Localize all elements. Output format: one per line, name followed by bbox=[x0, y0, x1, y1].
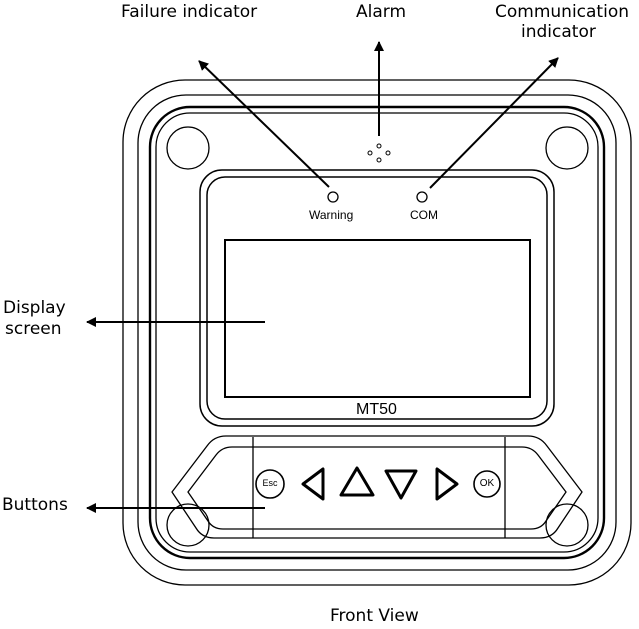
communication-indicator-arrow bbox=[429, 57, 559, 189]
warning-label: Warning bbox=[309, 208, 354, 222]
com-led bbox=[416, 191, 428, 203]
up-arrow-button[interactable] bbox=[339, 466, 375, 497]
alarm-label: Alarm bbox=[356, 2, 407, 22]
device-housing bbox=[122, 79, 632, 586]
ok-button-label: OK bbox=[479, 478, 495, 489]
model-label: MT50 bbox=[356, 401, 397, 418]
display-screen-label-line1: Display bbox=[3, 298, 66, 318]
callout-arrows bbox=[86, 41, 559, 513]
buttons-label: Buttons bbox=[2, 495, 68, 515]
left-arrow-button[interactable] bbox=[301, 467, 325, 501]
display-screen-label-line2: screen bbox=[5, 319, 62, 339]
right-arrow-button[interactable] bbox=[435, 467, 459, 501]
esc-button-label: Esc bbox=[262, 478, 278, 488]
communication-indicator-label-line1: Communication bbox=[495, 2, 629, 22]
alarm-speaker bbox=[367, 143, 391, 163]
warning-led bbox=[327, 191, 339, 203]
com-label: COM bbox=[410, 208, 438, 222]
failure-indicator-label: Failure indicator bbox=[121, 2, 258, 22]
front-view-caption: Front View bbox=[330, 606, 419, 626]
corner-screw-holes bbox=[166, 126, 589, 547]
screen-panel bbox=[199, 169, 555, 427]
failure-indicator-arrow bbox=[198, 60, 330, 188]
button-panel bbox=[171, 435, 583, 539]
esc-button[interactable] bbox=[255, 469, 285, 499]
down-arrow-button[interactable] bbox=[384, 469, 418, 500]
communication-indicator-label-line2: indicator bbox=[521, 22, 596, 42]
ok-button[interactable] bbox=[473, 470, 501, 498]
